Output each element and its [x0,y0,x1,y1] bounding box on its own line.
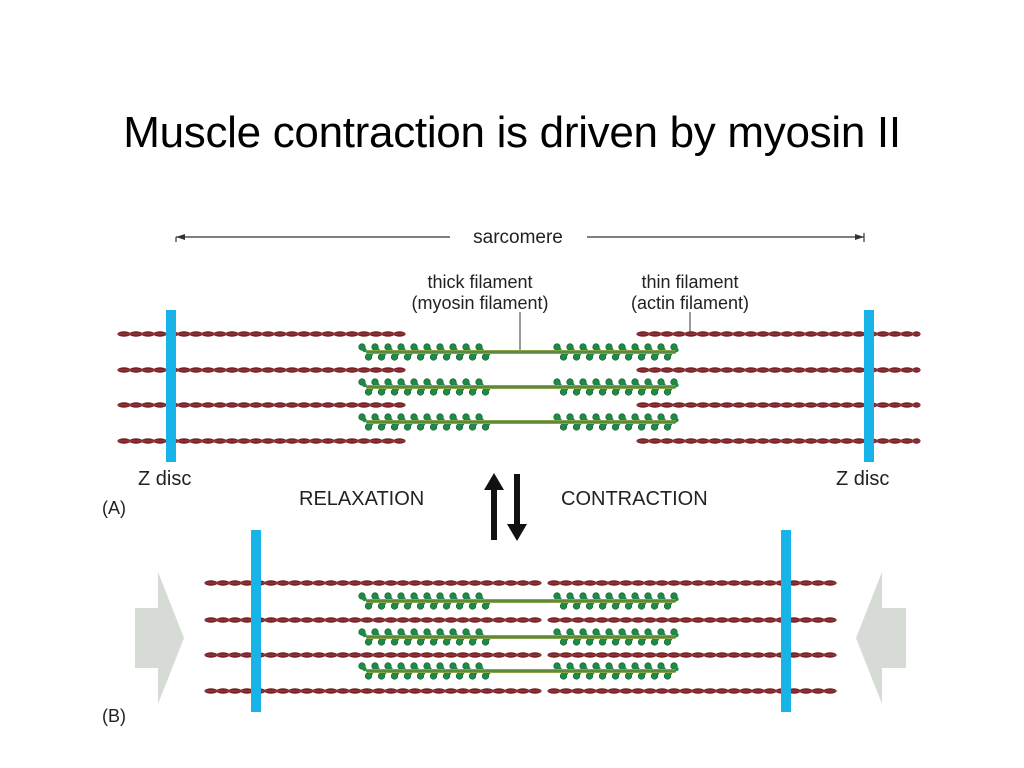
z-disc-left-label: Z disc [138,468,191,490]
contraction-label: CONTRACTION [561,488,708,510]
panel-b-label: (B) [102,706,126,726]
actin-filament [636,367,921,373]
slide-title: Muscle contraction is driven by myosin I… [123,108,901,157]
z-disc [166,310,176,462]
actin-filament [547,617,838,623]
up-arrow-icon [484,473,504,540]
myosin-filament [358,628,679,646]
myosin-filament [358,592,679,610]
z-disc [251,530,261,712]
myosin-filament [358,662,679,680]
reversible-arrows [484,473,527,541]
panel-b-contracted-sarcomere [204,530,838,712]
actin-filament [547,652,838,658]
actin-filament [636,331,921,337]
push-arrow-right-icon [856,572,906,704]
myosin-filament [358,378,679,396]
push-arrow-left-icon [135,572,184,704]
thick-filament-label-line2: (myosin filament) [411,293,548,313]
thick-filament-label-line1: thick filament [427,272,532,292]
actin-filament [547,688,838,694]
actin-filament [204,580,542,586]
down-arrow-icon [507,474,527,541]
sarcomere-dimension: sarcomere [175,227,865,248]
actin-filament [636,438,921,444]
z-disc [864,310,874,462]
panel-a-relaxed-sarcomere [117,310,921,462]
panel-a-label: (A) [102,498,126,518]
relaxation-label: RELAXATION [299,488,424,510]
z-disc-right-label: Z disc [836,468,889,490]
actin-filament [547,580,838,586]
thin-filament-label-line1: thin filament [641,272,738,292]
myosin-filament [358,413,679,431]
myosin-filament [358,343,679,361]
actin-filament [117,367,406,373]
actin-filament [204,617,542,623]
z-disc [781,530,791,712]
actin-filament [636,402,921,408]
actin-filament [117,402,406,408]
actin-filament [117,438,406,444]
thin-filament-label-line2: (actin filament) [631,293,749,313]
actin-filament [117,331,406,337]
actin-filament [204,688,542,694]
sarcomere-label: sarcomere [473,227,563,248]
actin-filament [204,652,542,658]
